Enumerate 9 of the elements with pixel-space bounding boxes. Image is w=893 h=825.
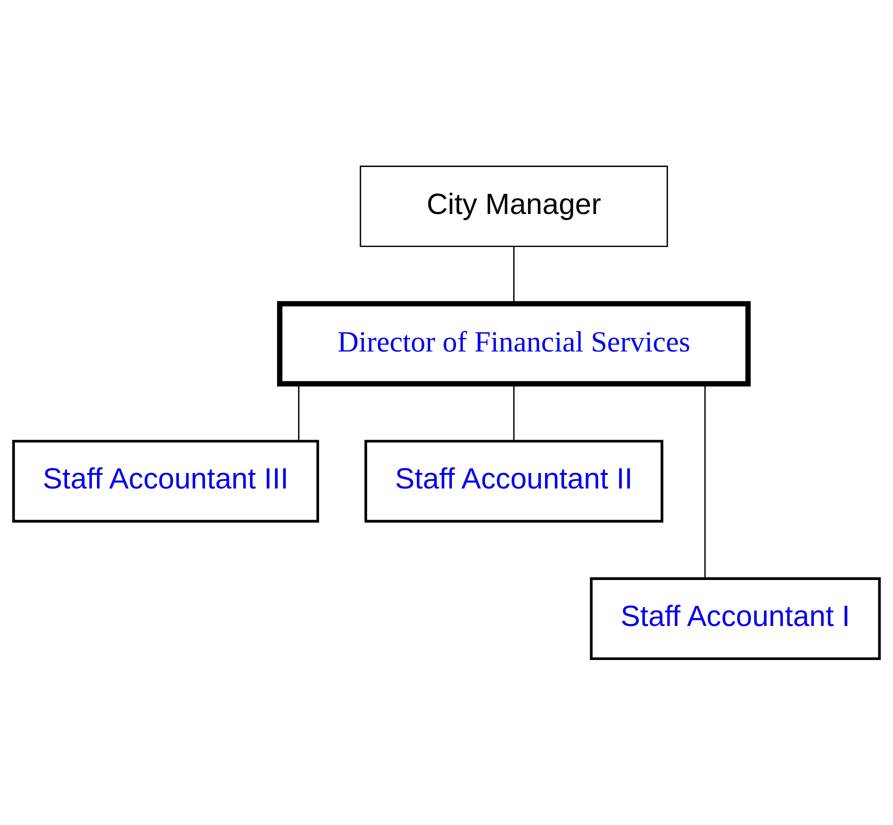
node-box: Staff Accountant I [590, 577, 881, 660]
node-box: Staff Accountant III [12, 440, 320, 523]
connector [513, 246, 515, 304]
connector [298, 384, 300, 441]
node-box: City Manager [360, 166, 668, 248]
connector [704, 384, 706, 578]
node-box: Director of Financial Services [277, 301, 751, 386]
node-box: Staff Accountant II [364, 440, 664, 523]
connector [513, 384, 515, 441]
